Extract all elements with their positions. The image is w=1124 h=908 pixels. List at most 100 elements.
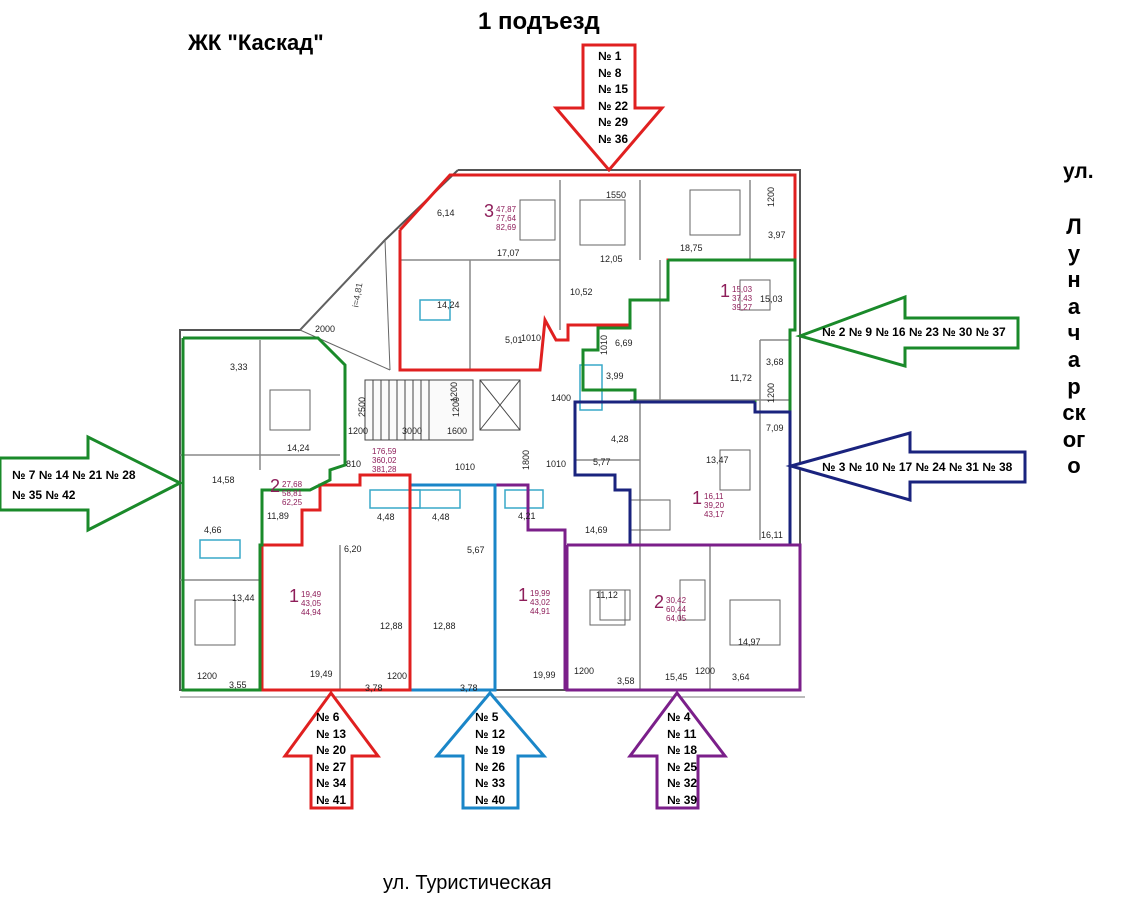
outline-apt-4 — [565, 543, 802, 692]
room-area: 11,72 — [730, 373, 752, 383]
interior-walls — [180, 180, 790, 690]
apt-number: № 1 — [598, 49, 622, 63]
apt-group-bottom-purple: № 4 № 11 № 18 № 25 № 32 № 39 — [667, 709, 697, 808]
dimension: 1010 — [546, 459, 567, 469]
room-area: 3,64 — [732, 672, 750, 682]
apartment-area: 15,03 — [732, 285, 753, 294]
apartment-area: 64,05 — [666, 614, 687, 623]
apartment-area: 19,99 — [530, 589, 551, 598]
building-outline — [179, 169, 805, 698]
arrow-top-red — [552, 43, 666, 173]
room-area: 12,88 — [380, 621, 403, 631]
room-area: 14,24 — [437, 300, 460, 310]
room-area: 3,55 — [229, 680, 247, 690]
apt-number: № 19 — [475, 743, 506, 757]
room-area: 4,21 — [518, 511, 536, 521]
apartment-area: 60,44 — [666, 605, 687, 614]
apartment-area: 16,11 — [704, 492, 724, 501]
room-area: 3,99 — [606, 371, 624, 381]
apartment-rooms: 2 — [270, 476, 281, 496]
apt-number: № 11 — [667, 726, 697, 741]
apt-line: № 7 № 14 № 21 № 28 — [12, 468, 136, 482]
apt-number: № 6 — [316, 710, 340, 724]
room-area: 4,48 — [432, 512, 450, 522]
apt-number: № 20 — [316, 743, 347, 757]
apartment-rooms: 1 — [692, 488, 703, 508]
complex-title: ЖК "Каскад" — [188, 30, 324, 55]
street-right-prefix: ул. — [1063, 160, 1094, 183]
apt-number: № 15 — [598, 82, 629, 96]
dimension: 1010 — [521, 333, 542, 343]
apartment-tag: 1 15,03 37,43 39,27 — [720, 282, 753, 312]
apt-group-right-navy: № 3 № 10 № 17 № 24 № 31 № 38 — [822, 460, 1013, 474]
ramp-outline — [299, 238, 391, 371]
dimension: 2500 — [357, 396, 368, 418]
apartment-area: 43,17 — [704, 510, 725, 519]
room-area: 11,89 — [267, 511, 289, 521]
apt-group-bottom-red: № 6 № 13 № 20 № 27 № 34 № 41 — [316, 709, 346, 808]
apt-number: № 36 — [598, 131, 629, 146]
apt-number: № 33 — [475, 776, 506, 790]
apt-number: № 40 — [475, 792, 506, 807]
apartment-area: 47,87 — [496, 205, 517, 214]
room-area: 5,67 — [467, 545, 485, 555]
room-area: 17,07 — [497, 248, 520, 258]
room-area: 7,09 — [766, 423, 784, 433]
dimension: 3000 — [402, 426, 423, 436]
outline-apt-2 — [581, 258, 797, 414]
apt-number: № 29 — [598, 115, 629, 129]
outline-apt-7 — [181, 336, 347, 692]
apt-number: № 25 — [667, 759, 698, 774]
apt-number: № 18 — [667, 743, 698, 757]
apartment-area: 43,05 — [301, 599, 322, 608]
apartment-rooms: 1 — [720, 281, 731, 301]
room-area: 13,44 — [232, 593, 255, 603]
dimension: 1400 — [551, 393, 572, 403]
common-area-value: 176,59 — [372, 447, 397, 456]
apt-number: № 27 — [316, 759, 347, 774]
room-area: 4,28 — [611, 434, 629, 444]
outline-apt-6 — [260, 473, 412, 692]
room-area: 5,01 — [505, 335, 523, 345]
apartment-tag: 1 19,99 43,02 44,91 — [518, 586, 551, 616]
apartment-tag: 3 47,87 77,64 82,69 — [484, 202, 517, 232]
apartment-outlines — [181, 173, 802, 692]
room-area: 19,99 — [533, 670, 556, 680]
apt-group-top: № 1 № 8 № 15 № 22 № 29 № 36 — [598, 48, 628, 147]
dimension: 810 — [346, 459, 362, 469]
room-area: 3,68 — [766, 357, 784, 367]
room-area: 3,78 — [365, 683, 383, 693]
apt-group-left-green: № 7 № 14 № 21 № 28 № 35 № 42 — [12, 465, 136, 505]
apartment-area: 82,69 — [496, 223, 517, 232]
apartment-area: 62,25 — [282, 498, 303, 507]
dimension: 1010 — [599, 334, 610, 356]
dimension: 2000 — [315, 324, 336, 334]
common-area-tag: 176,59 360,02 381,28 — [372, 447, 396, 474]
arrow-right-green-shape — [795, 294, 1020, 368]
apt-number: № 34 — [316, 776, 347, 790]
room-area: 13,47 — [706, 455, 729, 465]
arrow-left-green-shape — [0, 434, 184, 533]
dimension: 1200 — [766, 186, 777, 208]
room-area: 12,05 — [600, 254, 623, 264]
apartment-area: 39,20 — [704, 501, 725, 510]
common-area-value: 360,02 — [372, 456, 397, 465]
dimension: 1200 — [766, 382, 777, 404]
apartment-rooms: 2 — [654, 592, 665, 612]
apartment-area: 43,02 — [530, 598, 551, 607]
apt-number: № 22 — [598, 98, 629, 113]
outline-apt-5 — [408, 483, 497, 692]
dimension: 1200 — [197, 671, 218, 681]
apt-number: № 26 — [475, 759, 506, 774]
dimension: 1200 — [574, 666, 595, 676]
outline-apt-3 — [573, 400, 792, 547]
room-area: 3,97 — [768, 230, 786, 240]
street-right-name: Луначарского — [1062, 214, 1086, 479]
apartment-rooms: 3 — [484, 201, 495, 221]
room-area: 16,11 — [761, 530, 783, 540]
street-bottom-label: ул. Туристическая — [383, 872, 552, 894]
common-area-value: 381,28 — [372, 465, 397, 474]
arrow-bottom-red — [282, 690, 381, 810]
room-area: 6,69 — [615, 338, 633, 348]
